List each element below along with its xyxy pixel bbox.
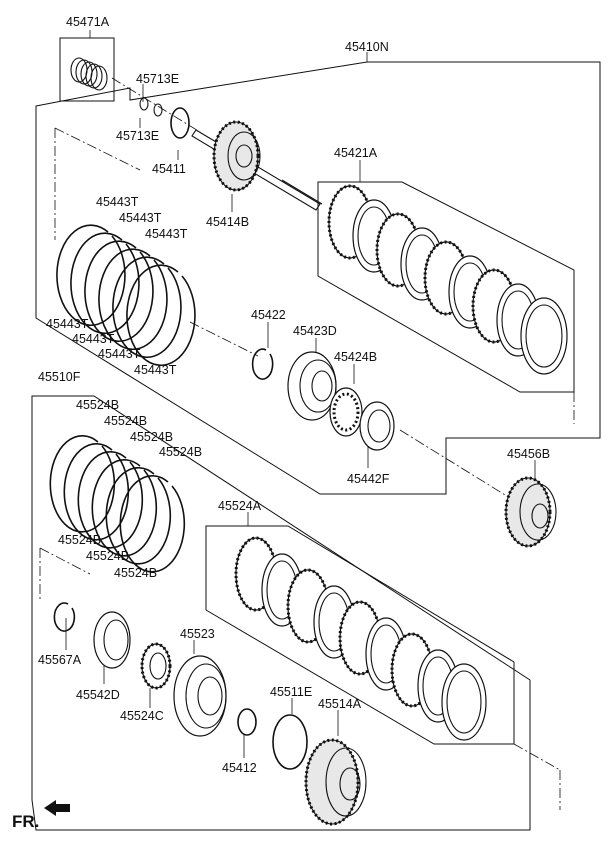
drum-gear-45514A [304, 738, 367, 826]
label-45442F: 45442F [347, 472, 390, 486]
label-45424B: 45424B [334, 350, 377, 364]
label-45567A: 45567A [38, 653, 82, 667]
snap-rings-45524B [49, 435, 186, 573]
piston-45523 [173, 655, 227, 737]
label-45412: 45412 [222, 761, 257, 775]
snap-ring-45567A [53, 602, 76, 632]
seal-ring-45713E-b [153, 103, 163, 117]
label-45410N: 45410N [345, 40, 389, 54]
label-45713E-top: 45713E [136, 72, 179, 86]
clutch-pack-45421A [327, 184, 568, 375]
clutch-pack-45524A [234, 536, 487, 741]
label-45471A: 45471A [66, 15, 110, 29]
label-45422: 45422 [251, 308, 286, 322]
label-45524C: 45524C [120, 709, 164, 723]
label-45524A: 45524A [218, 499, 262, 513]
label-45411: 45411 [152, 162, 186, 176]
shaft-gear-45414B [191, 120, 323, 211]
label-45524B-5: 45524B [58, 533, 101, 547]
label-45524B-2: 45524B [104, 414, 147, 428]
label-45713E-bottom: 45713E [116, 129, 159, 143]
assembly-box-45410N [35, 61, 601, 495]
label-45443T-2: 45443T [119, 211, 162, 225]
alignment-lines [39, 77, 575, 810]
seal-ring-45713E-a [139, 97, 149, 111]
label-45423D: 45423D [293, 324, 337, 338]
o-ring-45411 [170, 107, 190, 139]
label-45524B-3: 45524B [130, 430, 173, 444]
assembly-box-45510F [31, 395, 531, 831]
label-45524B-4: 45524B [159, 445, 202, 459]
snap-ring-45422 [251, 348, 274, 380]
seal-plate-45442F [359, 401, 395, 451]
label-45443T-6: 45443T [98, 347, 141, 361]
label-45542D: 45542D [76, 688, 120, 702]
label-45523: 45523 [180, 627, 215, 641]
label-45421A: 45421A [334, 146, 378, 160]
label-45414B: 45414B [206, 215, 249, 229]
label-45514A: 45514A [318, 697, 362, 711]
plate-45542D [93, 611, 131, 669]
spring-pack-45524C [140, 642, 172, 690]
label-45443T-5: 45443T [72, 332, 115, 346]
hub-gear-45456B [504, 476, 557, 548]
front-label: FR. [12, 812, 39, 831]
o-ring-45412 [237, 708, 257, 736]
arrow-left-icon [44, 800, 70, 816]
piston-45423D [287, 351, 337, 421]
label-45443T-4: 45443T [46, 317, 89, 331]
label-45524B-7: 45524B [114, 566, 157, 580]
o-ring-45511E [272, 714, 308, 770]
front-direction-marker: FR. [12, 800, 70, 831]
spring-pack-45471A [70, 57, 108, 91]
part-labels: 45471A 45410N 45713E 45713E 45411 45414B… [38, 15, 550, 775]
label-45456B: 45456B [507, 447, 550, 461]
leader-lines [65, 30, 536, 758]
label-45524B-1: 45524B [76, 398, 119, 412]
label-45524B-6: 45524B [86, 549, 129, 563]
label-45510F: 45510F [38, 370, 81, 384]
label-45443T-1: 45443T [96, 195, 139, 209]
spring-retainer-45424B [329, 387, 363, 437]
label-45443T-3: 45443T [145, 227, 188, 241]
assembly-box-45471A [59, 37, 115, 102]
label-45511E: 45511E [270, 685, 312, 699]
label-45443T-7: 45443T [134, 363, 177, 377]
snap-rings-45443T [56, 224, 196, 367]
